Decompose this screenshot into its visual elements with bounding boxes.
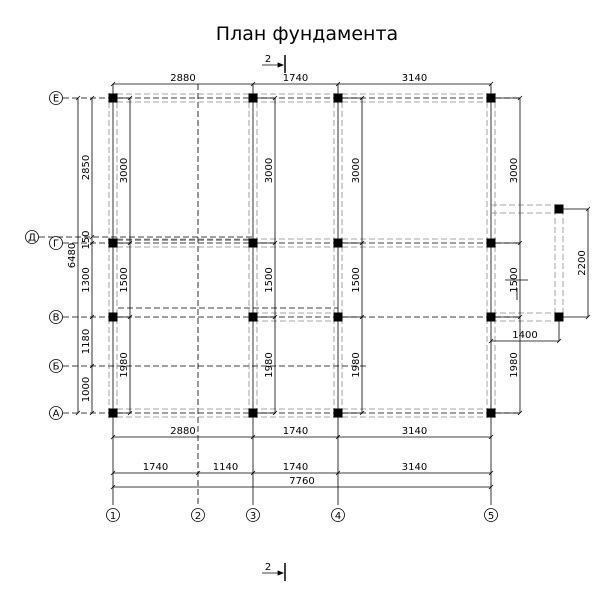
axis-label-y: Б	[53, 362, 60, 373]
axis-label-y: А	[53, 409, 60, 420]
dim-tick	[488, 338, 494, 344]
axis-bubble	[331, 508, 345, 522]
dim-tick	[250, 81, 256, 87]
axis-label-y: Д	[28, 233, 36, 244]
dim-bottom-1: 3140	[402, 426, 427, 437]
axis-label-x: 1	[110, 511, 116, 522]
dim-tick	[75, 95, 81, 101]
dim-left: 2850	[81, 155, 92, 180]
dim-tick	[89, 314, 95, 320]
dim-tick	[75, 410, 81, 416]
dim-inner: 1980	[264, 352, 275, 377]
dim-extension-width: 1400	[512, 330, 537, 341]
axis-label-y: В	[53, 313, 60, 324]
dim-bottom-1: 2880	[170, 426, 195, 437]
dim-inner: 1500	[351, 267, 362, 292]
dim-bottom-2: 1740	[143, 462, 168, 473]
section-mark-label: 2	[265, 54, 271, 65]
axis-bubble	[49, 236, 63, 250]
dim-tick	[335, 81, 341, 87]
dim-tick	[110, 484, 116, 490]
axis-bubble	[484, 508, 498, 522]
axis-bubble	[106, 508, 120, 522]
dim-left: 150	[81, 230, 92, 249]
dim-bottom-2: 3140	[402, 462, 427, 473]
axis-bubble	[49, 310, 63, 324]
axis-label-x: 2	[195, 511, 201, 522]
dim-inner: 3000	[119, 158, 130, 183]
dim-tick	[195, 470, 201, 476]
dim-top: 1740	[283, 73, 308, 84]
dim-inner: 1500	[119, 267, 130, 292]
axis-label-y: Е	[53, 94, 59, 105]
dim-inner: 3000	[509, 158, 520, 183]
dim-left: 1180	[81, 329, 92, 354]
dim-tick	[250, 434, 256, 440]
dim-tick	[110, 470, 116, 476]
section-mark-label: 2	[265, 562, 271, 573]
dim-bottom-2: 1140	[213, 462, 238, 473]
drawing-title: План фундамента	[216, 23, 398, 45]
dim-bottom-1: 1740	[283, 426, 308, 437]
dim-bottom-2: 1740	[283, 462, 308, 473]
axis-bubble	[191, 508, 205, 522]
dim-inner: 3000	[351, 158, 362, 183]
section-arrowhead	[277, 570, 285, 576]
dim-inner: 1500	[264, 267, 275, 292]
dim-inner: 1500	[509, 267, 520, 292]
axis-label-x: 4	[335, 511, 341, 522]
dim-tick	[488, 81, 494, 87]
dim-tick	[335, 434, 341, 440]
dim-tick	[89, 95, 95, 101]
dim-tick	[488, 470, 494, 476]
dim-tick	[110, 81, 116, 87]
dim-top: 3140	[402, 73, 427, 84]
axis-bubble	[49, 359, 63, 373]
dim-inner: 1980	[119, 352, 130, 377]
dim-bottom-total: 7760	[289, 476, 314, 487]
axis-bubble	[25, 230, 39, 244]
dim-tick	[488, 484, 494, 490]
dim-left: 1000	[81, 377, 92, 402]
dim-left-total: 6480	[67, 243, 78, 268]
dim-tick	[89, 410, 95, 416]
axis-bubble	[246, 508, 260, 522]
dim-tick	[89, 240, 95, 246]
dim-inner: 3000	[264, 158, 275, 183]
dim-top: 2880	[170, 73, 195, 84]
dim-left: 1300	[81, 267, 92, 292]
axis-label-x: 3	[250, 511, 256, 522]
axis-bubble	[49, 406, 63, 420]
dim-tick	[89, 363, 95, 369]
dim-tick	[250, 470, 256, 476]
dim-tick	[488, 434, 494, 440]
axis-bubble	[49, 91, 63, 105]
dim-tick	[89, 234, 95, 240]
section-arrowhead	[277, 62, 285, 68]
dim-tick	[335, 470, 341, 476]
dim-inner: 1980	[351, 352, 362, 377]
axis-label-y: Г	[53, 239, 59, 250]
dim-inner: 1980	[509, 352, 520, 377]
dim-extension-height: 2200	[577, 250, 588, 275]
axis-label-x: 5	[488, 511, 494, 522]
dim-tick	[110, 434, 116, 440]
